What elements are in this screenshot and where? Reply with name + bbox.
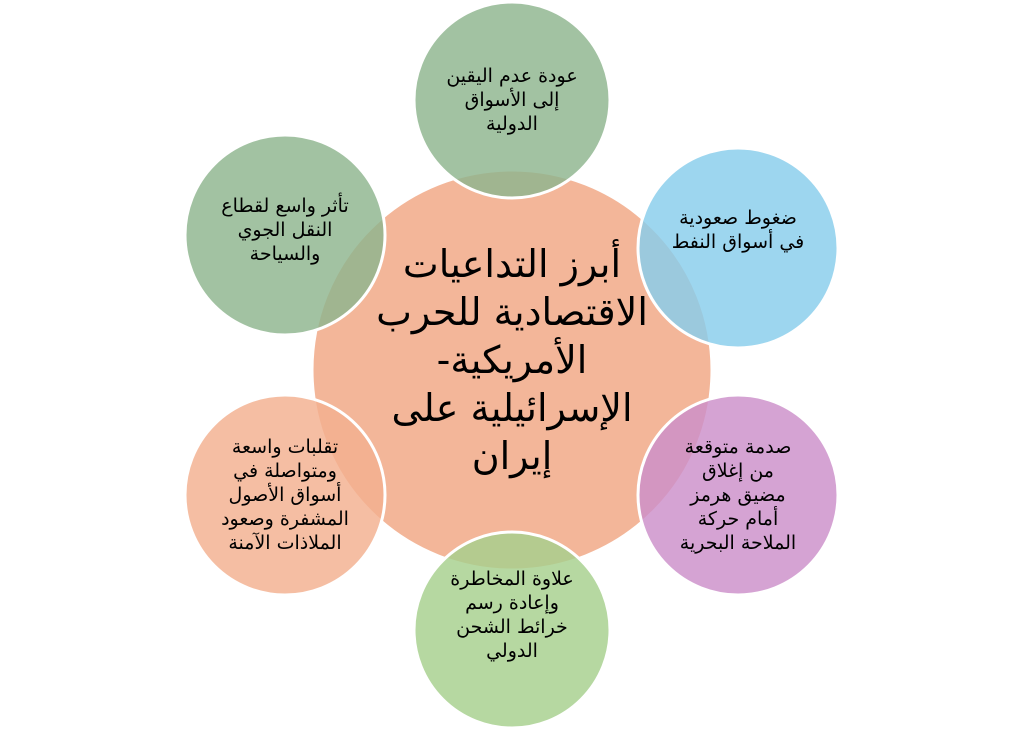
node-circle-bottom-left: [183, 393, 387, 597]
node-circle-bottom: [412, 530, 612, 730]
node-circle-bottom-right: [636, 393, 840, 597]
label-line: الدولية: [486, 113, 538, 135]
label-line: والسياحة: [249, 243, 321, 265]
label-line: مضيق هرمز: [690, 484, 786, 506]
label-line: أبرز التداعيات: [402, 242, 622, 286]
label-line: ومتواصلة في: [233, 460, 337, 482]
label-line: الاقتصادية للحرب: [376, 290, 648, 334]
label-line: الأمريكية-: [436, 338, 588, 382]
label-line: الملاحة البحرية: [679, 532, 797, 554]
label-line: إلى الأسواق: [464, 89, 560, 111]
node-circle-top-left: [183, 133, 387, 337]
label-line: أمام حركة: [697, 508, 779, 530]
label-line: تأثر واسع لقطاع: [221, 195, 349, 217]
label-line: المشفرة وصعود: [221, 508, 349, 530]
label-line: النقل الجوي: [237, 219, 333, 241]
label-line: إيران: [471, 434, 553, 478]
label-line: وإعادة رسم: [465, 592, 559, 614]
label-line: صدمة متوقعة: [684, 436, 792, 458]
label-line: من إغلاق: [702, 460, 774, 482]
node-circle-top: [412, 0, 612, 200]
label-line: عودة عدم اليقين: [446, 65, 578, 87]
label-line: في أسواق النفط: [671, 231, 805, 253]
label-line: الملاذات الآمنة: [228, 532, 342, 554]
node-circle-top-right: [636, 146, 840, 350]
label-line: ضغوط صعودية: [679, 207, 797, 229]
label-line: تقلبات واسعة: [231, 436, 339, 458]
label-line: أسواق الأصول: [228, 484, 342, 506]
label-line: علاوة المخاطرة: [450, 568, 574, 590]
label-line: الدولي: [486, 640, 538, 662]
label-line: الإسرائيلية على: [391, 386, 633, 430]
label-line: خرائط الشحن: [456, 616, 568, 638]
